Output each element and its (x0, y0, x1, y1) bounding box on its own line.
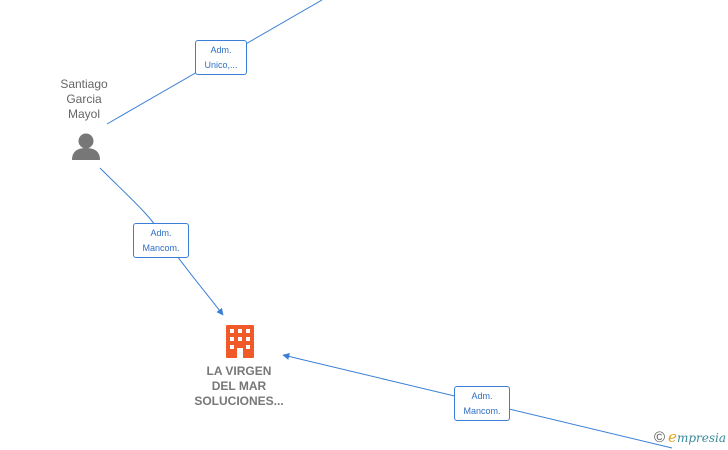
empresia-watermark: © empresia (654, 428, 726, 446)
person-icon[interactable] (72, 133, 100, 161)
brand-text: mpresia (676, 431, 726, 445)
edge-label-line: Adm. (210, 45, 232, 55)
person-name-line: Santiago (60, 77, 108, 91)
company-name-line: LA VIRGEN (206, 364, 272, 378)
copyright-symbol: © (653, 428, 666, 446)
edge-label-adm-mancom[interactable]: Adm. Mancom. (133, 223, 189, 258)
company-name-line: DEL MAR (211, 379, 267, 393)
person-name-line: Garcia (66, 92, 102, 106)
edge-label-line: Unico,... (204, 60, 238, 70)
edge-label-adm-mancom-2[interactable]: Adm. Mancom. (454, 386, 510, 421)
edge-label-line: Adm. (471, 391, 493, 401)
brand-initial: e (668, 428, 677, 446)
company-name[interactable]: LA VIRGEN DEL MAR SOLUCIONES... (180, 364, 298, 409)
edge-label-adm-unico[interactable]: Adm. Unico,... (195, 40, 247, 75)
edge-label-line: Adm. (150, 228, 172, 238)
edge-label-line: Mancom. (142, 243, 180, 253)
company-name-line: SOLUCIONES... (194, 394, 284, 408)
building-icon[interactable] (226, 325, 254, 358)
person-name-line: Mayol (67, 107, 100, 121)
person-name[interactable]: Santiago Garcia Mayol (44, 77, 124, 122)
edge-label-line: Mancom. (463, 406, 501, 416)
brand-logo: empresia (668, 428, 726, 446)
